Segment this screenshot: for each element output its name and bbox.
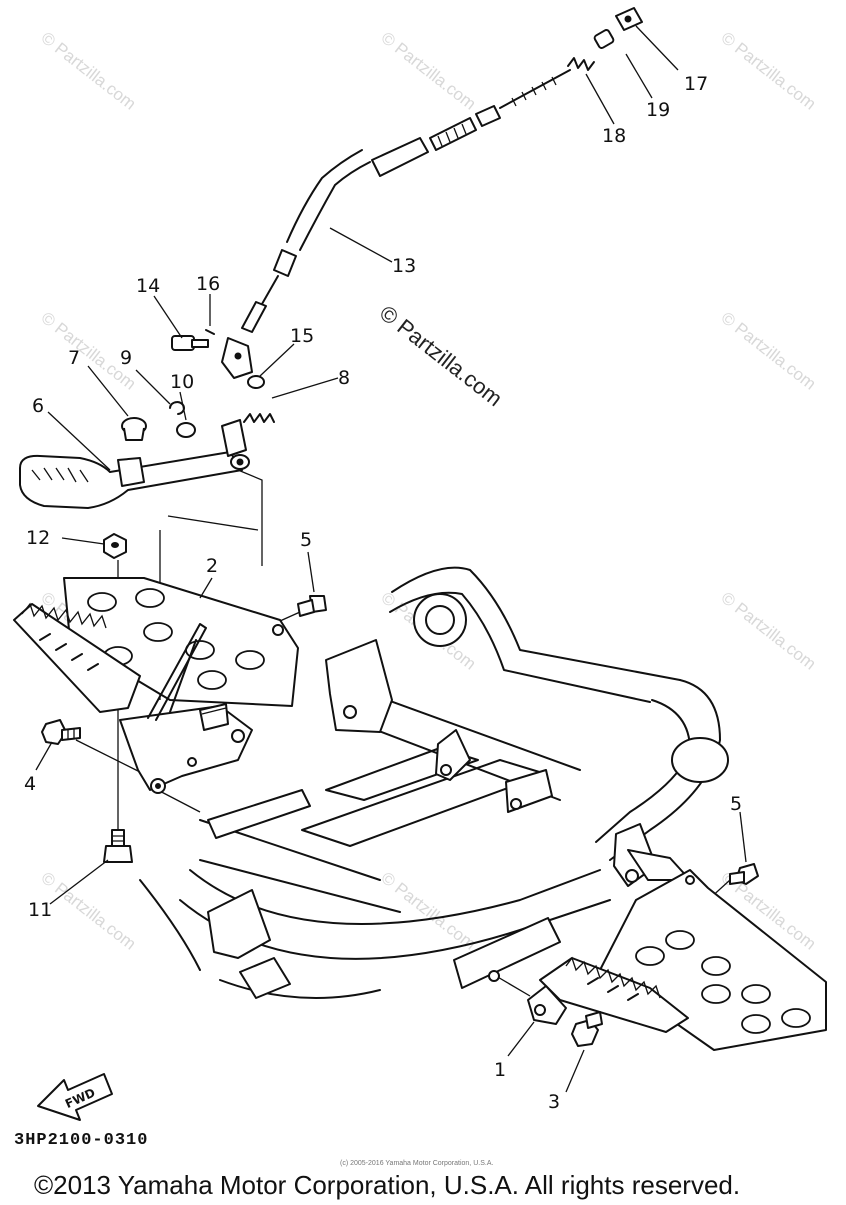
diagram-code: 3HP2100-0310: [14, 1131, 149, 1150]
nut: [103, 533, 127, 559]
fine-print: (c) 2005-2016 Yamaha Motor Corporation, …: [340, 1160, 494, 1167]
callout-9: 9: [120, 347, 132, 369]
lower-bolt: [103, 829, 133, 863]
bolt-lower-right: [571, 1011, 603, 1047]
callout-5-left: 5: [300, 529, 312, 551]
flange-bolt: [41, 719, 81, 745]
callout-12: 12: [26, 527, 50, 549]
callout-7: 7: [68, 347, 80, 369]
callout-8: 8: [338, 367, 350, 389]
callout-4: 4: [24, 773, 36, 795]
callout-6: 6: [32, 395, 44, 417]
return-spring: [243, 413, 275, 423]
watermark-tile: © Partzilla.com: [718, 588, 820, 674]
forward-direction-arrow: FWD: [37, 1073, 113, 1121]
callout-16: 16: [196, 273, 220, 295]
watermark-tile: © Partzilla.com: [378, 28, 480, 114]
callout-10: 10: [170, 371, 194, 393]
watermark-tile: © Partzilla.com: [718, 308, 820, 394]
pedal-pad: [121, 417, 147, 441]
brake-pedal: [19, 419, 250, 509]
brake-cable-assembly: [205, 7, 643, 379]
callout-13: 13: [392, 255, 416, 277]
vehicle-frame: [139, 566, 729, 999]
clevis-pin: [171, 335, 209, 351]
callout-17: 17: [684, 73, 708, 95]
center-watermark: © Partzilla.com: [375, 300, 507, 411]
callout-5-right: 5: [730, 793, 742, 815]
callout-11: 11: [28, 899, 52, 921]
bolt-upper-right: [729, 863, 759, 885]
callout-labels: 17 19 18 13 14 16 15 8 7 9 10 6 12 2 5 4…: [24, 73, 742, 1113]
bolt-upper-left: [297, 595, 327, 617]
watermark-tile: © Partzilla.com: [38, 868, 140, 954]
callout-leaders: [35, 25, 747, 1093]
callout-18: 18: [602, 125, 626, 147]
circlip: [169, 401, 185, 415]
callout-3: 3: [548, 1091, 560, 1113]
callout-1: 1: [494, 1059, 506, 1081]
right-footrest: [527, 869, 827, 1051]
watermark-tile: © Partzilla.com: [718, 28, 820, 114]
left-footrest: [13, 577, 299, 794]
watermark-tile: © Partzilla.com: [38, 28, 140, 114]
copyright-notice: ©2013 Yamaha Motor Corporation, U.S.A. A…: [34, 1170, 741, 1200]
callout-19: 19: [646, 99, 670, 121]
callout-2: 2: [206, 555, 218, 577]
washer: [247, 375, 265, 389]
callout-15: 15: [290, 325, 314, 347]
callout-14: 14: [136, 275, 160, 297]
washer-10: [176, 422, 196, 438]
